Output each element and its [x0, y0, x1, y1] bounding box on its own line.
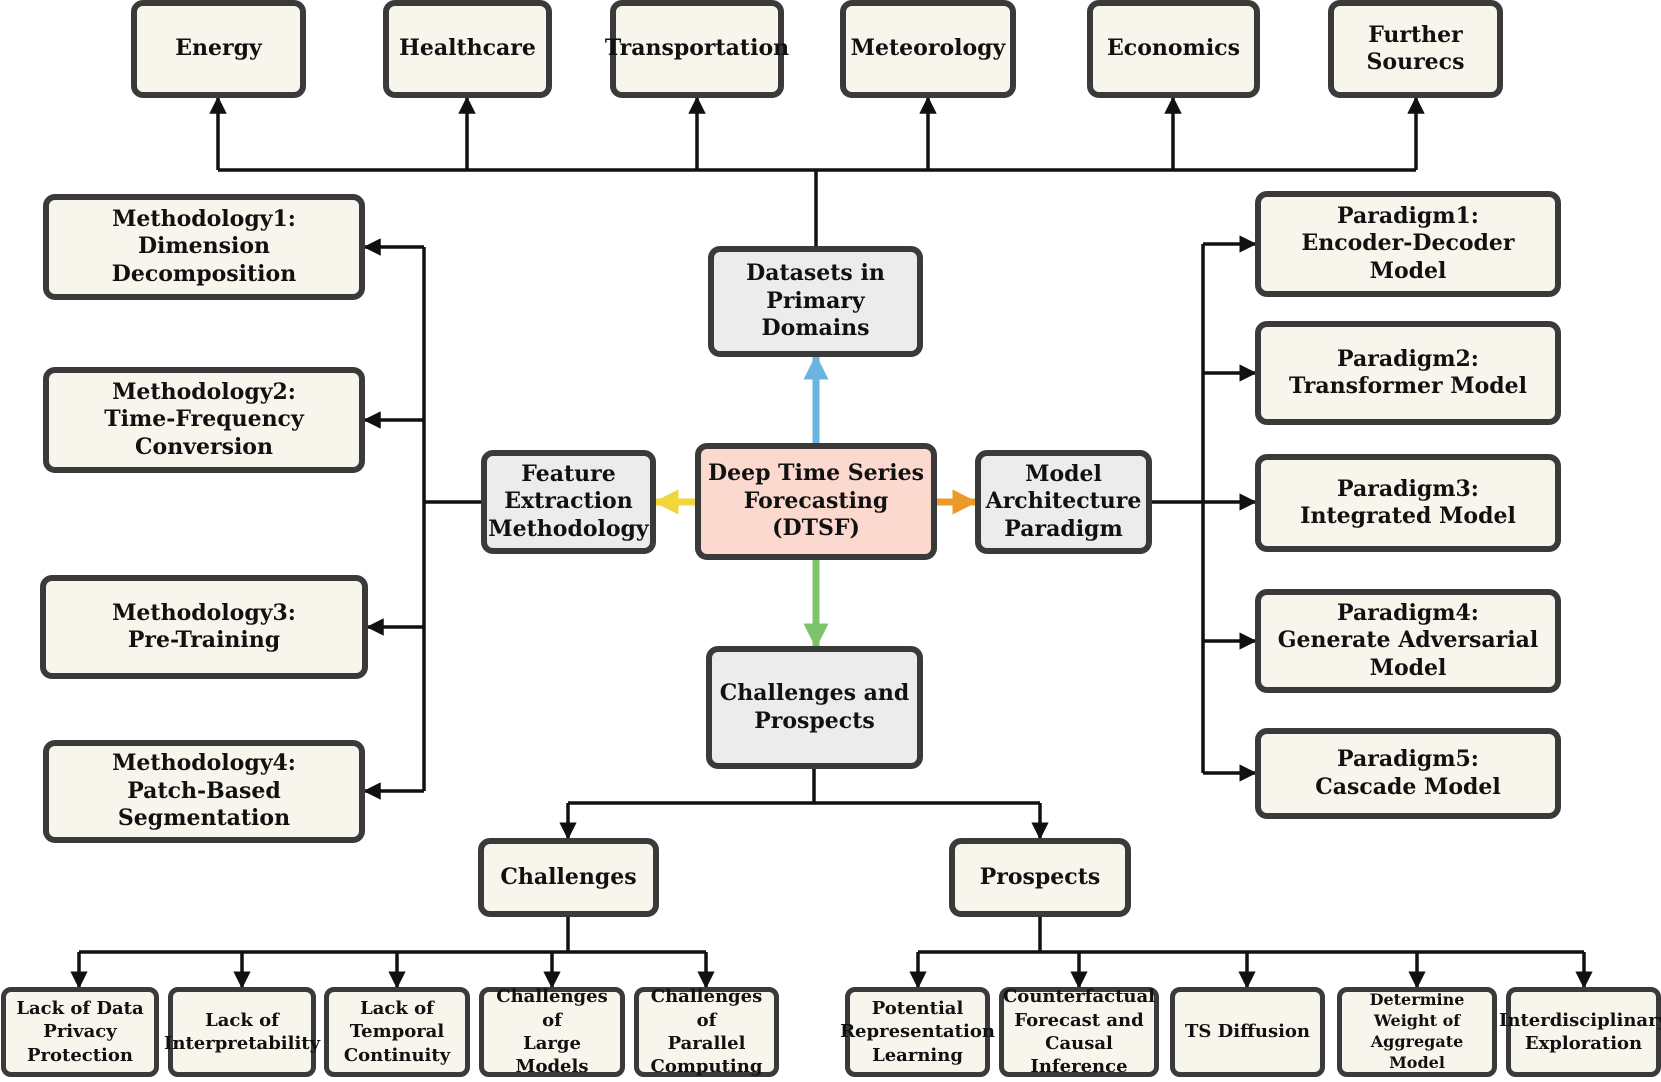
challenge-item-temporal-continuity: Lack of Temporal Continuity: [324, 987, 470, 1077]
datasets-hub: Datasets in Primary Domains: [708, 246, 923, 357]
challenge-item-parallel-computing: Challenges of Parallel Computing: [634, 986, 779, 1077]
model-architecture-hub: Model Architecture Paradigm: [975, 450, 1152, 554]
dataset-further-sources: Further Sourecs: [1328, 0, 1503, 98]
methodology-4: Methodology4: Patch-Based Segmentation: [43, 740, 365, 843]
challenge-item-interpretability: Lack of Interpretability: [164, 987, 320, 1077]
paradigm-5: Paradigm5: Cascade Model: [1255, 728, 1561, 819]
paradigm-3: Paradigm3: Integrated Model: [1255, 454, 1561, 552]
paradigm-2: Paradigm2: Transformer Model: [1255, 321, 1561, 425]
prospect-item-counterfactual: Counterfactual Forecast and Causal Infer…: [999, 986, 1159, 1077]
dataset-healthcare: Healthcare: [383, 0, 552, 98]
challenge-item-privacy: Lack of Data Privacy Protection: [1, 987, 159, 1077]
methodology-1: Methodology1: Dimension Decomposition: [43, 194, 365, 300]
dataset-economics: Economics: [1087, 0, 1260, 98]
dataset-meteorology: Meteorology: [840, 0, 1016, 98]
feature-extraction-hub: Feature Extraction Methodology: [481, 450, 656, 554]
methodology-3: Methodology3: Pre-Training: [40, 575, 368, 679]
paradigm-4: Paradigm4: Generate Adversarial Model: [1255, 589, 1561, 693]
prospect-item-ts-diffusion: TS Diffusion: [1170, 987, 1325, 1077]
paradigm-1: Paradigm1: Encoder-Decoder Model: [1255, 191, 1561, 297]
challenge-item-large-models: Challenges of Large Models: [479, 986, 625, 1077]
prospect-item-aggregate-weight: Determine Weight of Aggregate Model: [1337, 987, 1497, 1077]
prospect-item-representation: Potential Representation Learning: [840, 987, 995, 1077]
prospect-item-interdisciplinary: Interdisciplinary Exploration: [1499, 987, 1661, 1077]
center-dtsf: Deep Time Series Forecasting (DTSF): [695, 443, 937, 560]
challenges-box: Challenges: [478, 838, 659, 917]
prospects-box: Prospects: [949, 838, 1131, 917]
dataset-energy: Energy: [131, 0, 306, 98]
challenges-prospects-hub: Challenges and Prospects: [706, 646, 923, 769]
dataset-transportation: Transportation: [605, 0, 789, 98]
methodology-2: Methodology2: Time-Frequency Conversion: [43, 367, 365, 473]
